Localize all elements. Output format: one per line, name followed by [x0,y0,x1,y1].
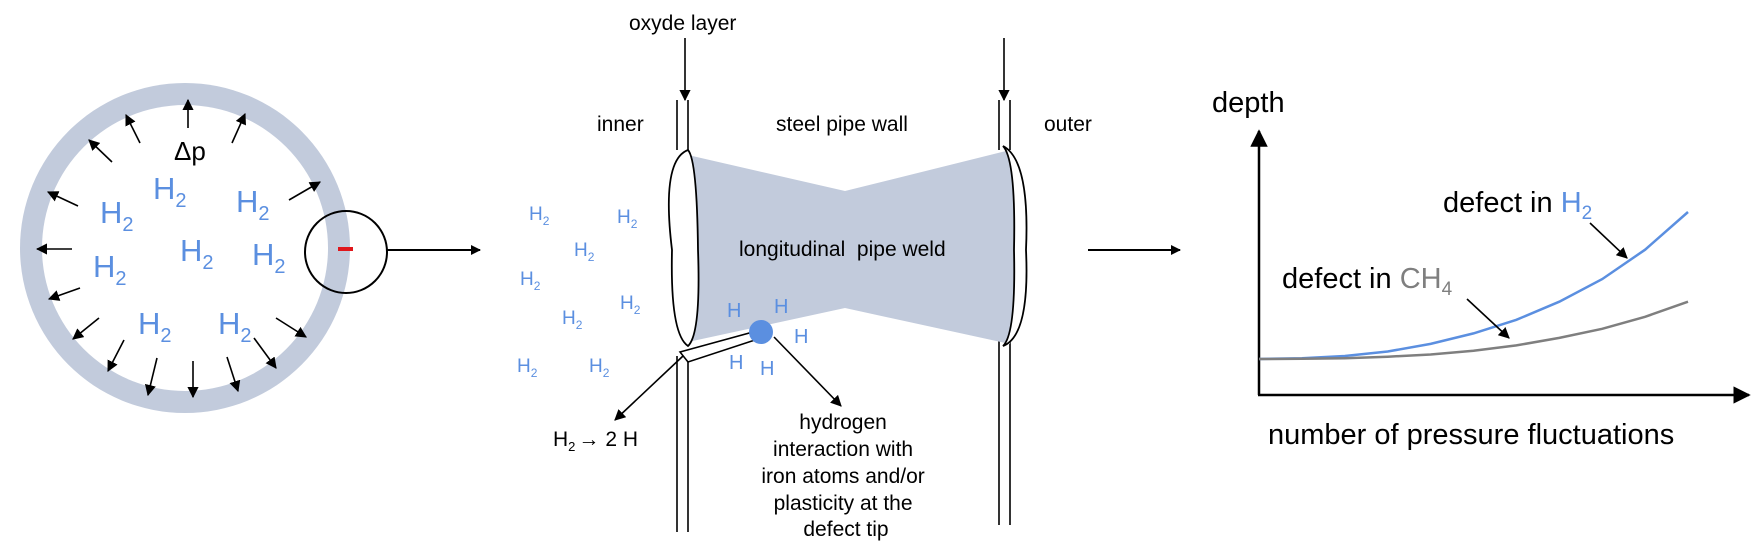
h2-label: H2 [236,184,270,225]
outer-wall-lines [998,100,1011,525]
oxide-layer-inner [667,148,700,348]
pipe-cross-section: Δp H2 H2 H2 H2 H2 H2 H2 H2 [20,83,481,413]
x-axis-label: number of pressure fluctuations [1268,419,1674,451]
interaction-line: hydrogen [799,411,887,434]
pressure-arrows [35,98,321,399]
series-layer [1258,211,1689,361]
pressure-label: Δp [174,136,206,166]
weld-label: longitudinal pipe weld [739,238,946,261]
h2-small-label: H2 [589,356,610,380]
h-atom-label: H [774,296,788,318]
h2-label: H2 [93,249,127,290]
interaction-line: iron atoms and/or [761,465,924,488]
h2-label: H2 [252,237,286,278]
inner-wall-lines [676,100,689,532]
h2-small-label: H2 [617,207,638,231]
defect-tip-atom [749,320,773,344]
inner-label: inner [597,113,644,136]
h-atom-label: H [794,326,808,348]
h2-label-pointer [1589,222,1628,259]
h2-label: H2 [153,171,187,212]
h2-depth-curve [1258,211,1689,361]
oxide-layer-label: oxyde layer [629,12,736,35]
h2-small-label: H2 [620,293,641,317]
interaction-line: interaction with [773,438,913,461]
pipe-weld-body [680,150,1019,344]
h2-small-label: H2 [520,269,541,293]
ch4-series-label: defect in CH4 [1282,263,1453,300]
oxide-layer-outer [1002,145,1028,347]
h-atom-label: H [727,300,741,322]
weld-detail: oxyde layer inner steel pipe wall outer … [517,12,1181,541]
interaction-line: defect tip [803,518,888,541]
magnifier-circle [304,210,388,294]
interaction-line: plasticity at the [774,492,913,515]
h2-label: H2 [100,195,134,236]
h2-small-label: H2 [517,356,538,380]
h2-label: H2 [138,306,172,347]
outer-label: outer [1044,113,1092,136]
steel-pipe-wall-label: steel pipe wall [776,113,908,136]
h2-label: H2 [218,306,252,347]
interaction-arrow [773,336,842,407]
interaction-label: hydrogen interaction with iron atoms and… [761,411,930,541]
h-atom-label: H [729,352,743,374]
h2-molecules-bore: H2 H2 H2 H2 H2 H2 H2 H2 [93,171,286,347]
dissociation-arrow [614,355,684,421]
ch4-label-pointer [1466,298,1510,339]
h2-small-label: H2 [574,240,595,264]
h2-label: H2 [180,233,214,274]
dissociation-label: H2→2 H [553,428,638,454]
y-axis-label: depth [1212,87,1285,119]
h2-small-label: H2 [529,204,550,228]
depth-chart: depth number of pressure fluctuations de… [1212,87,1751,451]
h-atom-label: H [760,358,774,380]
h2-small-label: H2 [562,308,583,332]
ch4-depth-curve [1258,300,1689,361]
h-atoms: H H H H H [727,296,808,380]
pipe-bore [42,105,328,391]
h2-series-label: defect in H2 [1443,187,1592,224]
h2-molecules-gas: H2 H2 H2 H2 H2 H2 H2 H2 [517,204,641,380]
